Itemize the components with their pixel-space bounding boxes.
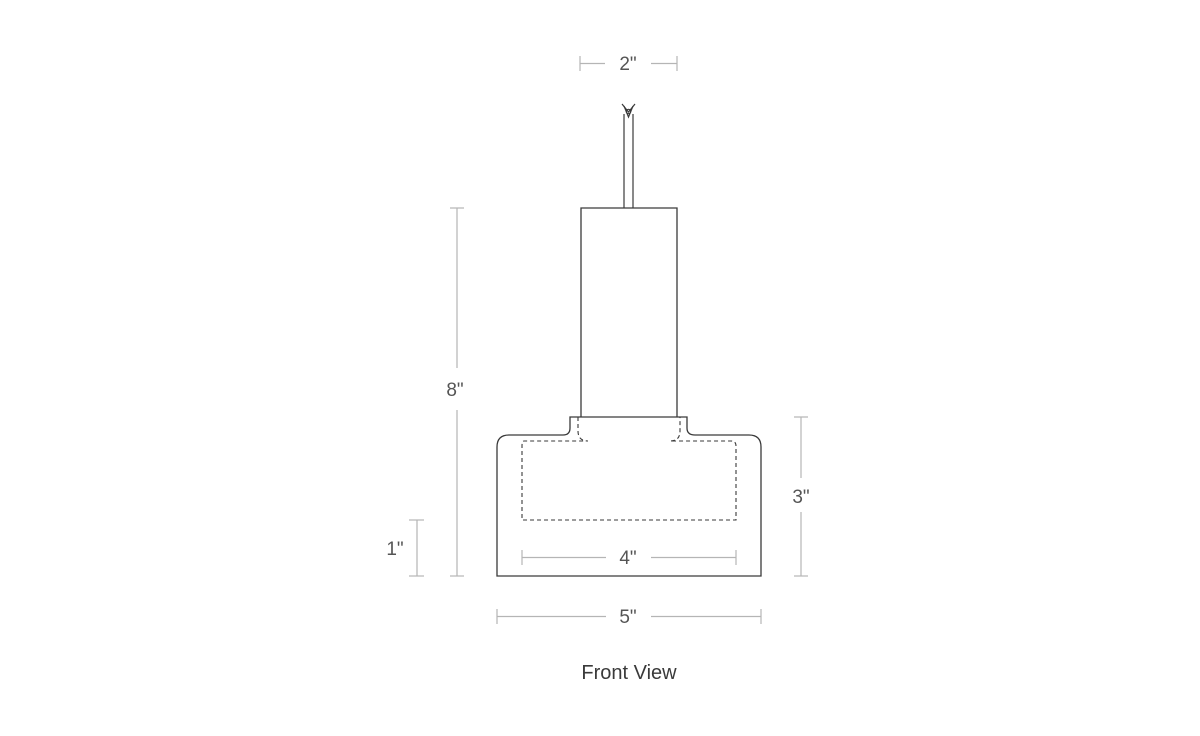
dim-shade-height-label: 3" — [792, 487, 809, 508]
dimension-overall-height — [450, 207, 464, 577]
dimension-overall-width — [496, 609, 762, 624]
dim-overall-width-label: 5" — [619, 607, 636, 628]
inner-hidden-outline — [521, 417, 737, 521]
upper-body-outline — [580, 207, 678, 417]
dim-foot-height-label: 1" — [386, 539, 403, 560]
dim-overall-height-label: 8" — [446, 380, 463, 401]
cord-clip-icon — [621, 103, 636, 119]
cord — [623, 114, 634, 208]
dimension-top-width — [579, 56, 678, 71]
inner-hidden-top-left — [568, 418, 589, 441]
dim-top-width-label: 2" — [619, 54, 636, 75]
shade-outline — [496, 416, 762, 577]
dimension-foot-height — [409, 519, 424, 577]
dimension-shade-height — [794, 416, 808, 577]
view-caption: Front View — [581, 662, 677, 684]
dimension-inner-width — [521, 550, 737, 565]
dim-inner-width-label: 4" — [619, 548, 636, 569]
